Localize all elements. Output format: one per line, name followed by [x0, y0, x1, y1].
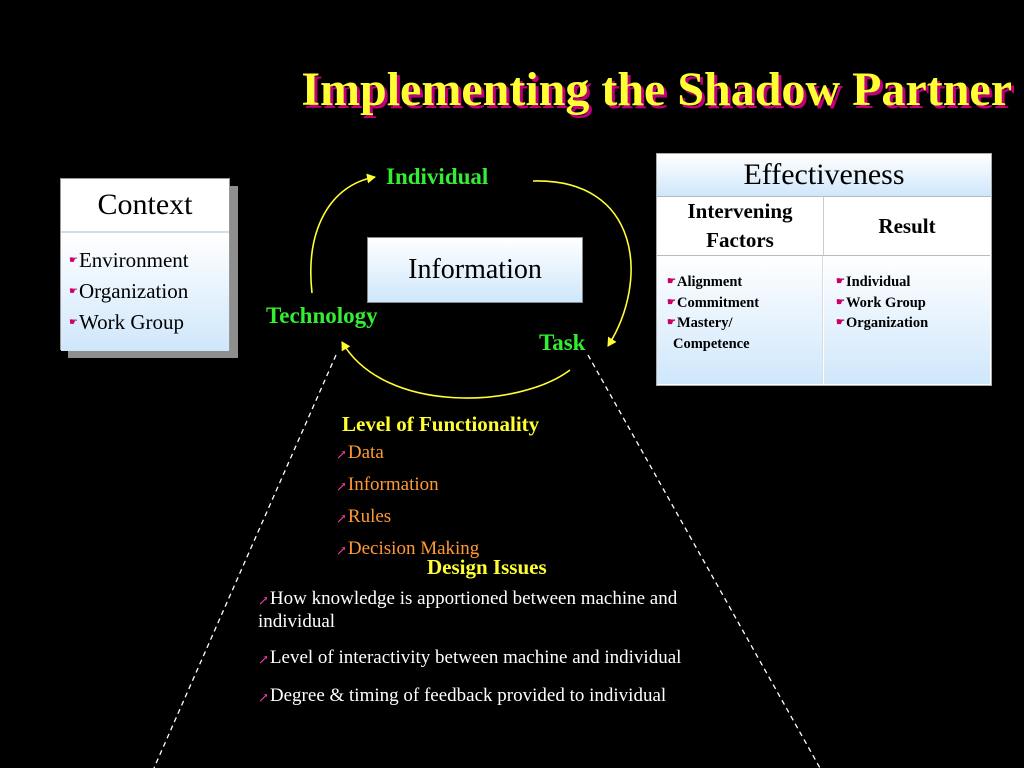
pyramid-right-edge — [587, 354, 821, 768]
intervening-factors-list: ☛Alignment ☛Commitment ☛Mastery/ Compete… — [657, 256, 823, 384]
bullet-icon: ☛ — [836, 317, 845, 328]
list-item: ☛Individual — [836, 272, 990, 293]
arrow-bullet-icon: ↗ — [336, 447, 347, 462]
context-item: ☛Work Group — [69, 307, 229, 338]
context-list: ☛Environment ☛Organization ☛Work Group — [61, 233, 229, 351]
arrow-bullet-icon: ↗ — [336, 511, 347, 526]
arrow-bullet-icon: ↗ — [258, 652, 269, 667]
bullet-icon: ☛ — [69, 286, 78, 297]
list-item: ↗Data — [336, 438, 479, 470]
result-header: Result — [824, 197, 990, 256]
result-list: ☛Individual ☛Work Group ☛Organization — [824, 256, 990, 384]
arrow-technology-to-individual — [310, 173, 376, 294]
cycle-label-task: Task — [539, 330, 586, 355]
intervening-factors-header: Intervening Factors — [657, 197, 824, 256]
slide-title: Implementing the Shadow Partner — [301, 63, 1012, 116]
effectiveness-title: Effectiveness — [657, 154, 991, 197]
arrow-task-to-technology — [341, 341, 571, 399]
list-item: ↗Degree & timing of feedback provided to… — [258, 685, 667, 706]
list-item: ↗Rules — [336, 502, 479, 534]
list-item: Competence — [673, 335, 750, 352]
arrow-bullet-icon: ↗ — [336, 479, 347, 494]
context-title: Context — [61, 179, 229, 233]
list-item: ↗How knowledge is apportioned between ma… — [258, 588, 678, 632]
information-box: Information — [367, 237, 583, 303]
functionality-title: Level of Functionality — [342, 412, 540, 436]
effectiveness-table: Effectiveness Intervening Factors Result… — [656, 153, 992, 386]
list-item: ☛Organization — [836, 313, 990, 334]
list-item: ↗Information — [336, 470, 479, 502]
context-box: Context ☛Environment ☛Organization ☛Work… — [60, 178, 230, 351]
arrow-bullet-icon: ↗ — [336, 543, 347, 558]
cycle-label-technology: Technology — [266, 303, 378, 328]
arrow-individual-to-task — [532, 180, 632, 347]
list-item: ☛Work Group — [836, 293, 990, 314]
pyramid-left-edge — [153, 354, 337, 768]
design-issues-list: ↗How knowledge is apportioned between ma… — [258, 588, 738, 723]
bullet-icon: ☛ — [836, 276, 845, 287]
bullet-icon: ☛ — [667, 317, 676, 328]
context-item: ☛Environment — [69, 245, 229, 276]
bullet-icon: ☛ — [667, 296, 676, 308]
list-item: ☛Commitment — [667, 293, 822, 314]
context-item: ☛Organization — [69, 276, 229, 307]
cycle-label-individual: Individual — [386, 164, 489, 189]
list-item: ↗Decision Making — [336, 534, 479, 566]
arrow-bullet-icon: ↗ — [258, 690, 269, 705]
bullet-icon: ☛ — [667, 276, 676, 287]
list-item: ☛Mastery/ — [667, 313, 822, 334]
bullet-icon: ☛ — [836, 296, 845, 308]
list-item: ☛Alignment — [667, 272, 822, 293]
design-issues-title: Design Issues — [427, 555, 547, 579]
functionality-list: ↗Data ↗Information ↗Rules ↗Decision Maki… — [336, 438, 479, 566]
list-item: ↗Level of interactivity between machine … — [258, 647, 682, 668]
bullet-icon: ☛ — [69, 317, 78, 328]
bullet-icon: ☛ — [69, 255, 78, 266]
arrow-bullet-icon: ↗ — [258, 593, 269, 608]
